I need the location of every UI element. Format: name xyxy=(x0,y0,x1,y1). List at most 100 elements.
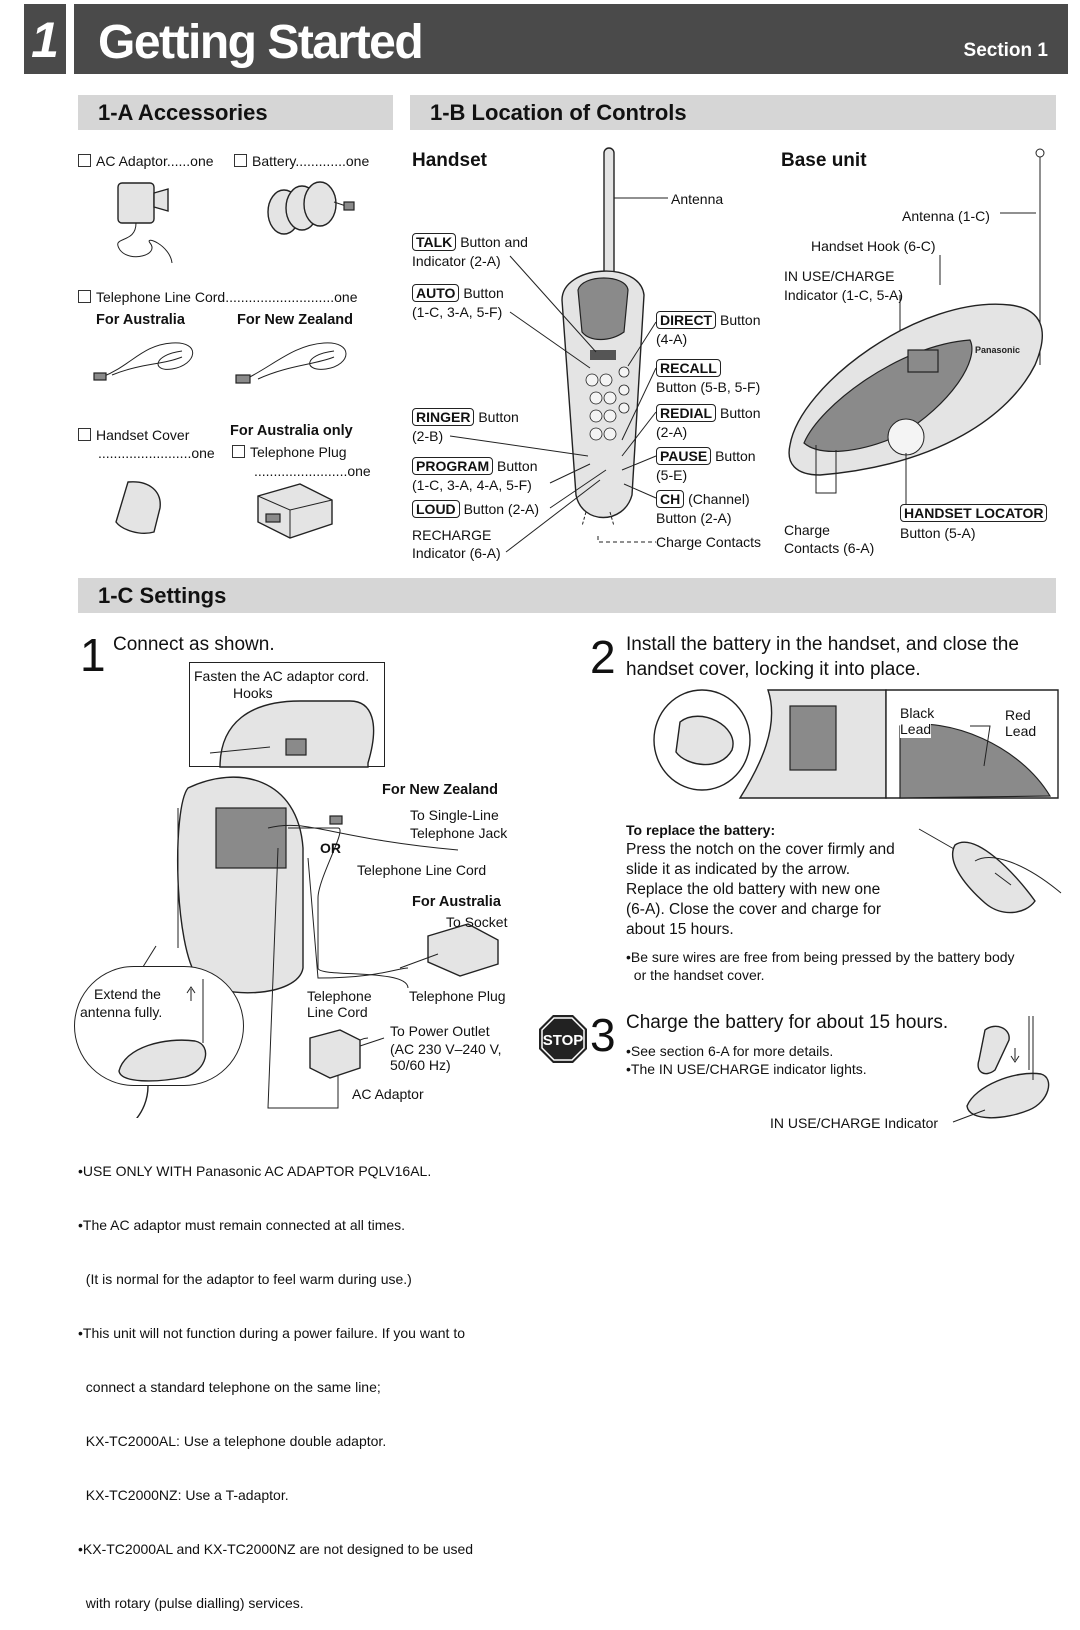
replace-battery-illustration xyxy=(918,828,1062,914)
recall-callout-2: Button (5-B, 5-F) xyxy=(656,379,761,395)
step3-number: 3 xyxy=(590,1009,616,1061)
checkbox-icon xyxy=(234,154,247,167)
red-lead-label: Red xyxy=(1005,706,1031,724)
checkbox-icon xyxy=(78,290,91,303)
accessories-heading: 1-A Accessories xyxy=(78,95,393,130)
replace-title: To replace the battery: xyxy=(626,822,776,838)
accessory-battery: Battery.............one xyxy=(234,152,369,170)
line-cord-nz-illustration xyxy=(235,342,347,384)
telephone-line-cord-label: Telephone Line Cord xyxy=(357,862,487,878)
black-lead-label: Black xyxy=(900,704,935,722)
pause-key: PAUSE xyxy=(656,447,712,465)
direct-key: DIRECT xyxy=(656,311,717,329)
hooks-label: Hooks xyxy=(233,685,273,701)
replace-text: Press the notch on the cover firmly and … xyxy=(626,841,895,938)
handset-cover-illustration xyxy=(115,481,161,534)
step2-text-2: handset cover, locking it into place. xyxy=(626,659,921,680)
base-charge-label-2: Contacts (6-A) xyxy=(784,540,875,556)
line-cord-label: Line Cord xyxy=(307,1004,368,1020)
step3-note-2: •The IN USE/CHARGE indicator lights. xyxy=(626,1061,867,1077)
in-use-indicator-label: IN USE/CHARGE Indicator xyxy=(770,1115,939,1131)
recharge-label: RECHARGE xyxy=(412,527,492,543)
hz-label: 50/60 Hz) xyxy=(390,1057,451,1073)
chapter-number: 1 xyxy=(24,4,66,74)
pause-callout-2: (5-E) xyxy=(656,467,688,483)
controls-heading: 1-B Location of Controls xyxy=(410,95,1056,130)
accessory-ac-adaptor: AC Adaptor......one xyxy=(78,152,214,170)
label-for-new-zealand-settings: For New Zealand xyxy=(382,782,499,798)
ac-range-label: (AC 230 V–240 V, xyxy=(390,1041,502,1057)
base-brand: Panasonic xyxy=(975,345,1020,355)
wires-note: •Be sure wires are free from being press… xyxy=(626,949,1015,965)
black-lead-label-2: Lead xyxy=(900,720,932,738)
or-label: OR xyxy=(320,840,341,856)
label-for-new-zealand: For New Zealand xyxy=(237,312,354,328)
label-for-australia-settings: For Australia xyxy=(412,894,501,910)
handset-locator-callout: HANDSET LOCATOR xyxy=(900,504,1048,522)
note-line: with rotary (pulse dialling) services. xyxy=(78,1595,304,1611)
note-line: KX-TC2000AL: Use a telephone double adap… xyxy=(78,1433,387,1449)
step1-number: 1 xyxy=(80,629,106,681)
auto-key: AUTO xyxy=(412,284,460,302)
accessory-handset-cover: Handset Cover xyxy=(78,426,189,444)
ac-adaptor-illustration xyxy=(117,182,173,264)
fasten-inset-illustration xyxy=(209,700,375,768)
to-power-label: To Power Outlet xyxy=(390,1023,490,1039)
step2-number: 2 xyxy=(590,631,616,683)
charging-illustration xyxy=(952,1016,1050,1123)
recharge-label-2: Indicator (6-A) xyxy=(412,545,501,561)
recall-key: RECALL xyxy=(656,359,721,377)
redial-key: REDIAL xyxy=(656,404,717,422)
pause-callout: PAUSE Button xyxy=(656,447,756,465)
red-lead-label-2: Lead xyxy=(1005,722,1037,740)
to-socket-label: To Socket xyxy=(446,914,508,930)
stop-sign-icon: STOP xyxy=(539,1015,587,1063)
handset-hook-label: Handset Hook (6-C) xyxy=(811,238,936,254)
handset-locator-key: HANDSET LOCATOR xyxy=(900,504,1048,522)
label-for-australia-only: For Australia only xyxy=(230,423,353,439)
stop-text: STOP xyxy=(543,1032,584,1049)
auto-callout: AUTO Button xyxy=(412,284,504,302)
checkbox-icon xyxy=(78,154,91,167)
extend-label-2: antenna fully. xyxy=(80,1004,163,1020)
direct-callout-2: (4-A) xyxy=(656,331,688,347)
recall-callout: RECALL xyxy=(656,359,721,377)
step1-text: Connect as shown. xyxy=(113,634,275,655)
label-for-australia: For Australia xyxy=(96,312,185,328)
ch-callout: CH (Channel) xyxy=(656,490,750,508)
note-line: •USE ONLY WITH Panasonic AC ADAPTOR PQLV… xyxy=(78,1163,432,1179)
step3-note-1: •See section 6-A for more details. xyxy=(626,1043,834,1059)
ringer-key: RINGER xyxy=(412,408,475,426)
telephone-plug-qty: ........................one xyxy=(254,463,371,479)
loud-callout: LOUD Button (2-A) xyxy=(412,500,539,518)
talk-key: TALK xyxy=(412,233,457,251)
line-cord-australia-illustration xyxy=(93,342,194,381)
program-callout-2: (1-C, 3-A, 4-A, 5-F) xyxy=(412,477,532,493)
antenna-label: Antenna xyxy=(671,191,724,207)
ringer-callout-2: (2-B) xyxy=(412,428,444,444)
base-unit-title: Base unit xyxy=(781,150,867,171)
page-title: Getting Started xyxy=(98,16,424,69)
handset-diagram xyxy=(449,147,668,553)
direct-callout: DIRECT Button xyxy=(656,311,761,329)
checkbox-icon xyxy=(232,445,245,458)
checkbox-icon xyxy=(78,428,91,441)
redial-callout-2: (2-A) xyxy=(656,424,688,440)
auto-callout-2: (1-C, 3-A, 5-F) xyxy=(412,304,503,320)
to-single-line-label: To Single-Line xyxy=(410,807,499,823)
battery-illustration xyxy=(267,181,355,235)
talk-callout: TALK Button and xyxy=(412,233,528,251)
note-line: KX-TC2000NZ: Use a T-adaptor. xyxy=(78,1487,289,1503)
base-unit-diagram: Panasonic xyxy=(788,148,1045,505)
base-antenna-label: Antenna (1-C) xyxy=(902,208,990,224)
ch-key: CH xyxy=(656,490,685,508)
step2-text-1: Install the battery in the handset, and … xyxy=(626,634,1019,655)
program-key: PROGRAM xyxy=(412,457,494,475)
ringer-callout: RINGER Button xyxy=(412,408,519,426)
in-use-label: IN USE/CHARGE xyxy=(784,268,895,284)
talk-callout-2: Indicator (2-A) xyxy=(412,253,501,269)
note-line: •This unit will not function during a po… xyxy=(78,1325,465,1341)
telephone-plug-illustration xyxy=(257,483,333,539)
in-use-label-2: Indicator (1-C, 5-A) xyxy=(784,287,904,303)
telephone-plug-label: Telephone Plug xyxy=(409,988,506,1004)
